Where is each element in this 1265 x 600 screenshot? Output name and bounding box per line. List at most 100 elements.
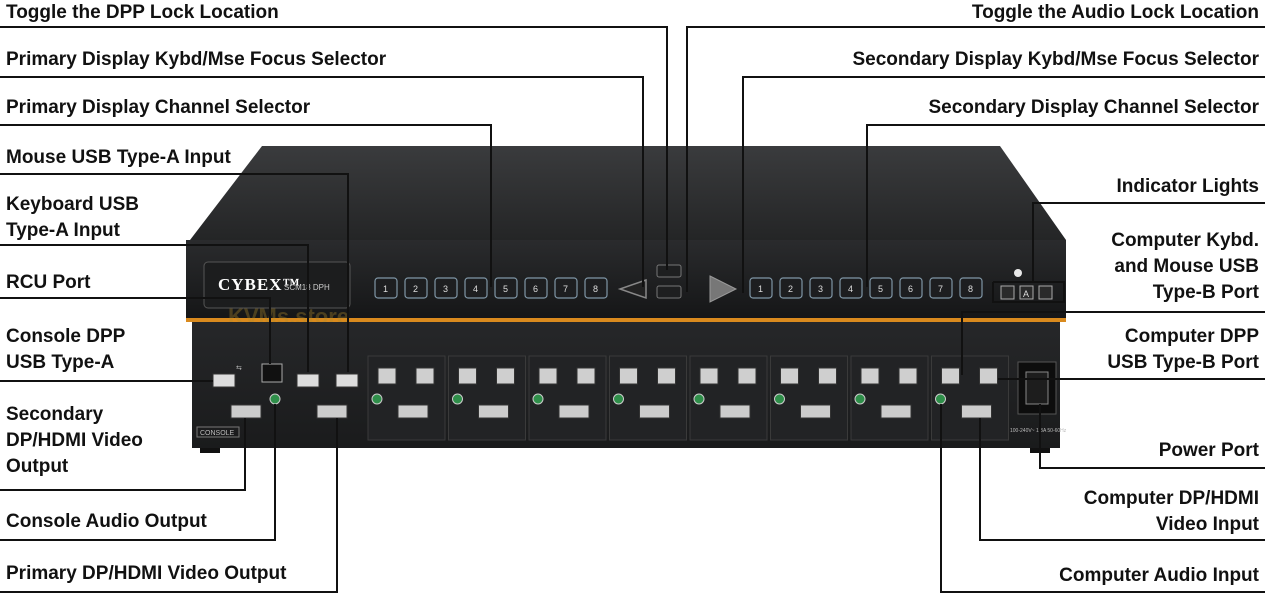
computer-dpp-usb-b-port[interactable] <box>458 367 477 385</box>
computer-audio-input-port[interactable] <box>935 393 946 405</box>
console-tag <box>196 426 240 438</box>
computer-audio-input-port[interactable] <box>532 393 544 405</box>
leader-indicator-bracket <box>992 281 1065 303</box>
computer-kybd-mouse-usb-b-port[interactable] <box>415 367 435 385</box>
secondary-channel-button-label-4: 4 <box>848 284 853 294</box>
console-audio-port[interactable] <box>269 393 281 405</box>
label-console-audio: Console Audio Output <box>6 511 207 532</box>
primary-channel-button-label-6: 6 <box>533 284 538 294</box>
secondary-channel-button-3[interactable] <box>809 277 833 299</box>
computer-video-input-port[interactable] <box>961 404 992 419</box>
leader-keyboard-usb <box>0 244 309 372</box>
computer-video-input-port[interactable] <box>639 404 670 419</box>
label-secondary-channel: Secondary Display Channel Selector <box>928 97 1259 118</box>
primary-channel-button-6[interactable] <box>524 277 548 299</box>
primary-channel-button-7[interactable] <box>554 277 578 299</box>
secondary-channel-button-7[interactable] <box>929 277 953 299</box>
computer-audio-input-port[interactable] <box>371 393 383 405</box>
primary-video-output-port[interactable] <box>316 404 348 419</box>
rcu-port[interactable] <box>261 363 283 383</box>
computer-audio-input-port[interactable] <box>693 393 705 405</box>
console-dpp-usb-port[interactable] <box>212 373 236 388</box>
primary-channel-button-4[interactable] <box>464 277 488 299</box>
secondary-channel-button-6[interactable] <box>899 277 923 299</box>
computer-video-input-port[interactable] <box>880 404 912 419</box>
primary-channel-button-label-8: 8 <box>593 284 598 294</box>
label-toggle-audio-lock: Toggle the Audio Lock Location <box>971 2 1259 23</box>
secondary-channel-button-1[interactable] <box>749 277 773 299</box>
computer-dpp-usb-b-port[interactable] <box>941 367 960 385</box>
brand-logo: CYBEX™ <box>218 275 301 294</box>
computer-kybd-mouse-usb-b-port[interactable] <box>657 367 676 385</box>
leader-rcu-port <box>0 297 271 364</box>
kvm-top-surface <box>190 146 1066 240</box>
computer-audio-input-port[interactable] <box>854 393 866 405</box>
orange-stripe <box>186 318 1066 322</box>
leader-primary-focus <box>0 76 644 287</box>
secondary-video-output-port[interactable] <box>230 404 262 419</box>
secondary-channel-button-4[interactable] <box>839 277 863 299</box>
leader-computer-video-in <box>979 418 1265 541</box>
computer-audio-input-port[interactable] <box>774 393 785 405</box>
primary-focus-arrow-icon[interactable] <box>617 278 647 300</box>
indicator-lights: A <box>1000 285 1053 300</box>
leader-secondary-focus <box>742 76 1265 293</box>
left-foot <box>200 448 220 453</box>
label-rcu-port: RCU Port <box>6 272 91 293</box>
secondary-channel-button-5[interactable] <box>869 277 893 299</box>
secondary-channel-button-label-8: 8 <box>968 284 973 294</box>
primary-channel-button-5[interactable] <box>494 277 518 299</box>
mouse-usb-port[interactable] <box>335 373 359 388</box>
computer-kybd-mouse-usb-b-port[interactable] <box>737 367 757 385</box>
leader-secondary-channel <box>866 124 1265 287</box>
computer-video-input-port[interactable] <box>397 404 429 419</box>
computer-video-input-port[interactable] <box>478 404 509 419</box>
computer-dpp-usb-b-port[interactable] <box>619 367 638 385</box>
computer-video-input-port[interactable] <box>719 404 751 419</box>
computer-dpp-usb-b-port[interactable] <box>699 367 719 385</box>
label-secondary-focus: Secondary Display Kybd/Mse Focus Selecto… <box>852 49 1259 70</box>
primary-channel-button-3[interactable] <box>434 277 458 299</box>
audio-lock-button[interactable] <box>656 285 682 299</box>
computer-dpp-usb-b-port[interactable] <box>377 367 397 385</box>
label-keyboard-usb: Keyboard USB Type-A Input <box>6 194 140 241</box>
computer-kybd-mouse-usb-b-port[interactable] <box>818 367 837 385</box>
secondary-channel-button-label-7: 7 <box>938 284 943 294</box>
dpp-lock-button[interactable] <box>656 264 682 278</box>
label-console-dpp: Console DPP USB Type-A <box>6 326 126 373</box>
secondary-focus-arrow-icon[interactable] <box>709 275 738 303</box>
computer-kybd-mouse-usb-b-port[interactable] <box>496 367 515 385</box>
computer-kybd-mouse-usb-b-port[interactable] <box>576 367 596 385</box>
leader-console-audio <box>0 404 276 541</box>
computer-kybd-mouse-usb-b-port[interactable] <box>898 367 918 385</box>
leader-computer-audio-in <box>940 404 1265 593</box>
keyboard-usb-port[interactable] <box>296 373 320 388</box>
label-computer-video-in: Computer DP/HDMI Video Input <box>1083 488 1259 535</box>
computer-video-input-port[interactable] <box>800 404 831 419</box>
secondary-channel-button-8[interactable] <box>959 277 983 299</box>
console-section: ⇆ CONSOLE <box>196 363 359 438</box>
primary-channel-button-8[interactable] <box>584 277 608 299</box>
computer-audio-input-port[interactable] <box>613 393 624 405</box>
leader-computer-kybd-mouse <box>961 311 1265 375</box>
front-logo-plate <box>203 261 351 309</box>
computer-audio-input-port[interactable] <box>452 393 463 405</box>
primary-channel-button-label-1: 1 <box>383 284 388 294</box>
computer-dpp-usb-b-port[interactable] <box>860 367 880 385</box>
label-indicator-lights: Indicator Lights <box>1116 176 1260 197</box>
power-port[interactable] <box>1025 371 1049 405</box>
label-computer-kybd-mouse: Computer Kybd. and Mouse USB Type-B Port <box>1111 230 1259 303</box>
front-status-dot <box>1014 269 1022 277</box>
computer-video-input-port[interactable] <box>558 404 590 419</box>
computer-dpp-usb-b-port[interactable] <box>780 367 799 385</box>
primary-channel-button-label-7: 7 <box>563 284 568 294</box>
secondary-channel-button-2[interactable] <box>779 277 803 299</box>
computer-dpp-usb-b-port[interactable] <box>538 367 558 385</box>
computer-kybd-mouse-usb-b-port[interactable] <box>979 367 998 385</box>
primary-channel-button-1[interactable] <box>374 277 398 299</box>
label-power-port: Power Port <box>1158 440 1259 461</box>
label-primary-video-out: Primary DP/HDMI Video Output <box>6 563 287 584</box>
primary-channel-button-2[interactable] <box>404 277 428 299</box>
indicator-light-right <box>1038 285 1053 300</box>
